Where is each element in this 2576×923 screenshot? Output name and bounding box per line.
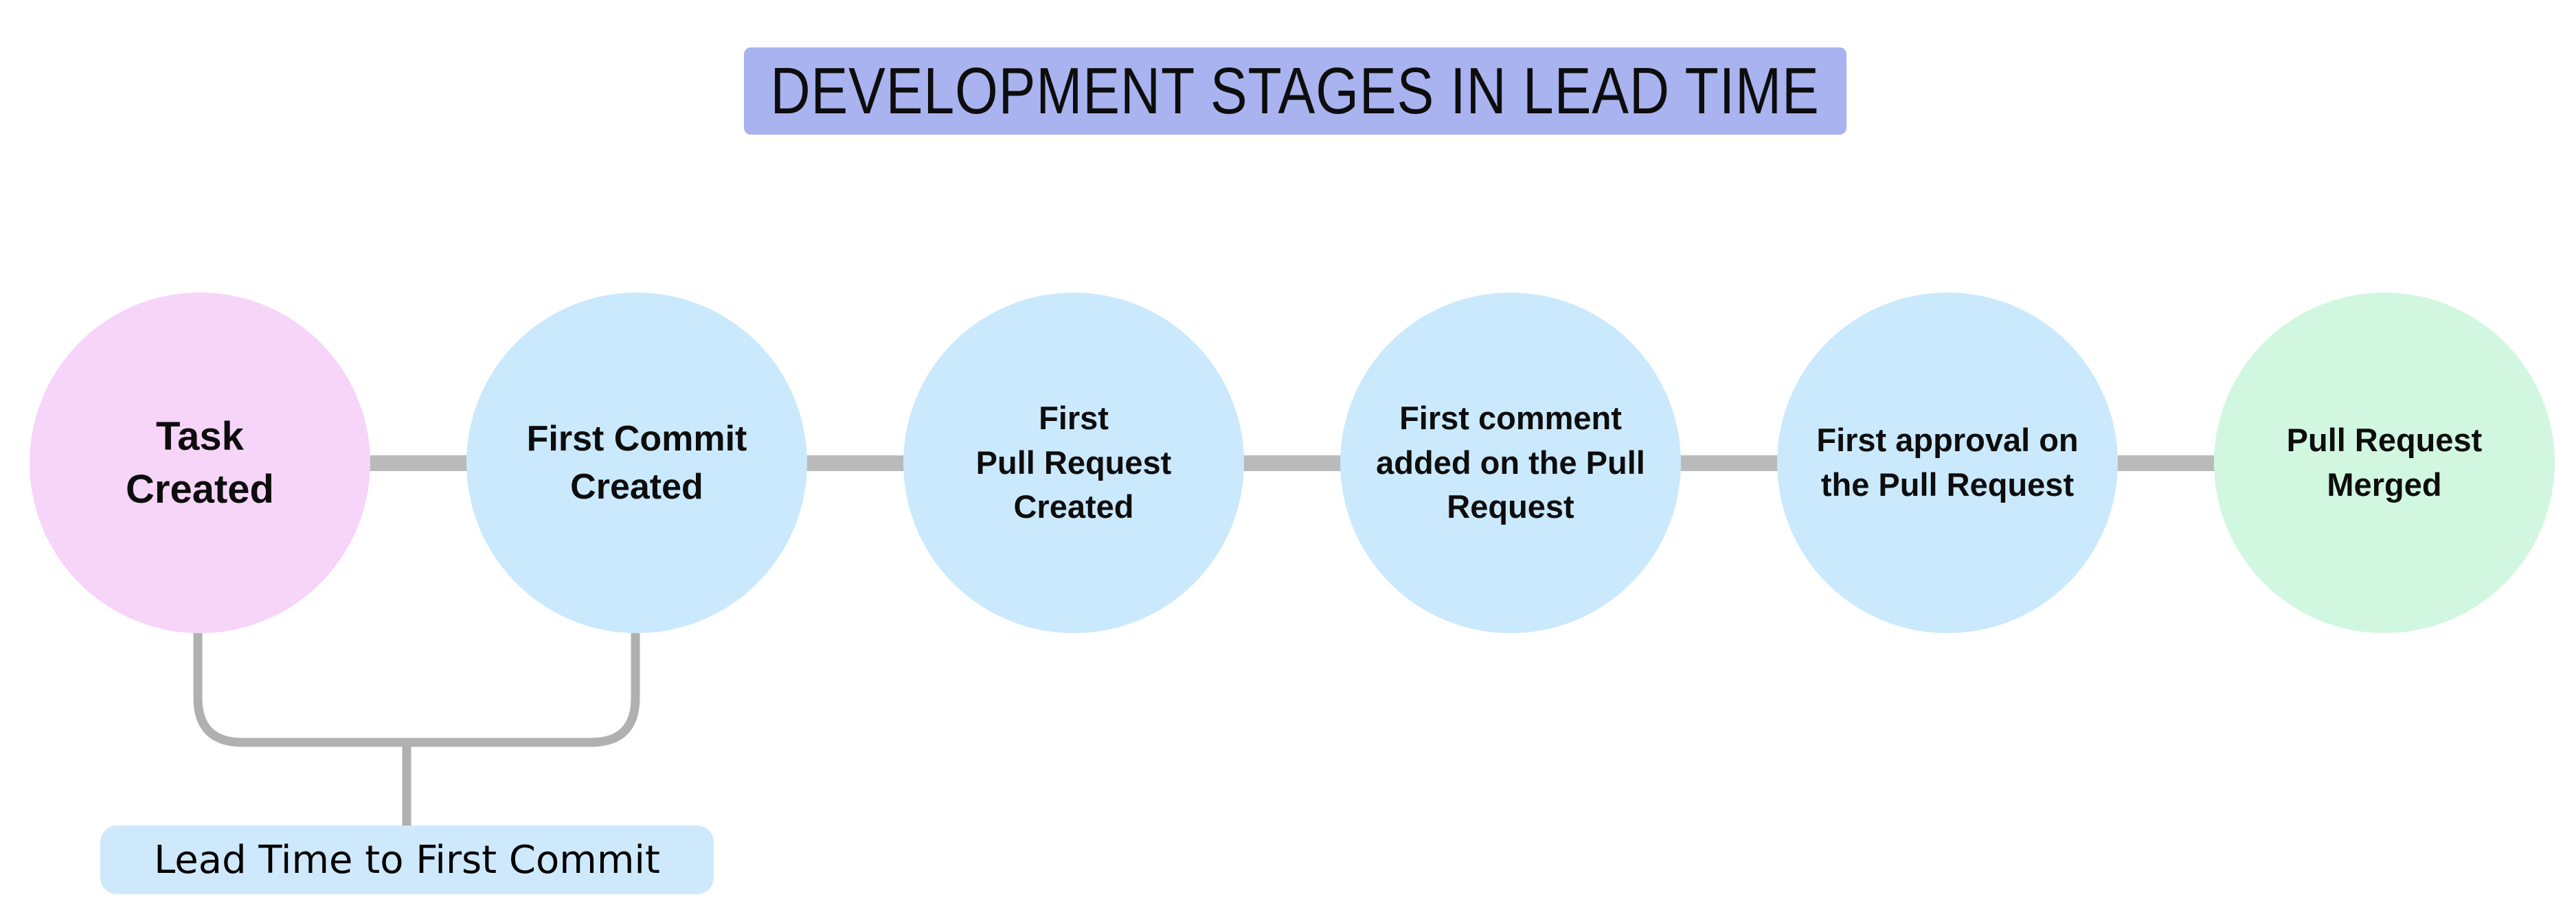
stage-label-line: the Pull Request	[1820, 466, 2075, 503]
stage-label: First comment added on the Pull Request	[1376, 396, 1645, 530]
bracket-u-line	[193, 630, 640, 747]
stage-label-line: Request	[1447, 488, 1574, 525]
stage-label-line: Pull Request	[975, 444, 1172, 481]
stage-label-line: First Commit	[526, 418, 747, 459]
stage-label-line: First approval on	[1816, 422, 2079, 459]
stage-circle-task-created: Task Created	[30, 293, 370, 633]
stage-circle-pull-request-merged: Pull Request Merged	[2214, 293, 2555, 633]
stage-label: First Pull Request Created	[976, 396, 1172, 530]
stage-circle-first-comment-added: First comment added on the Pull Request	[1340, 293, 1681, 633]
title-banner: DEVELOPMENT STAGES IN LEAD TIME	[744, 47, 1846, 135]
page-title: DEVELOPMENT STAGES IN LEAD TIME	[770, 54, 1820, 128]
stage-label-line: Created	[126, 467, 274, 512]
stage-label-line: added on the Pull	[1376, 444, 1645, 481]
stage-label-line: First	[1039, 399, 1109, 436]
stage-label: First approval on the Pull Request	[1816, 418, 2078, 508]
stage-circle-first-commit-created: First Commit Created	[466, 293, 807, 633]
stage-label-line: Pull Request	[2286, 422, 2483, 459]
stage-circle-first-pull-request-created: First Pull Request Created	[903, 293, 1244, 633]
stage-label: Pull Request Merged	[2287, 418, 2483, 508]
stage-label-line: First comment	[1399, 399, 1622, 436]
annotation-label: Lead Time to First Commit	[154, 837, 660, 882]
stage-label: First Commit Created	[527, 415, 747, 511]
stage-label-line: Created	[570, 467, 703, 507]
annotation-label-box: Lead Time to First Commit	[100, 825, 714, 894]
stage-label-line: Merged	[2327, 466, 2442, 503]
stage-label-line: Task	[156, 413, 244, 459]
stage-label-line: Created	[1013, 488, 1134, 525]
stage-circle-first-approval: First approval on the Pull Request	[1777, 293, 2118, 633]
stage-label: Task Created	[126, 410, 274, 516]
